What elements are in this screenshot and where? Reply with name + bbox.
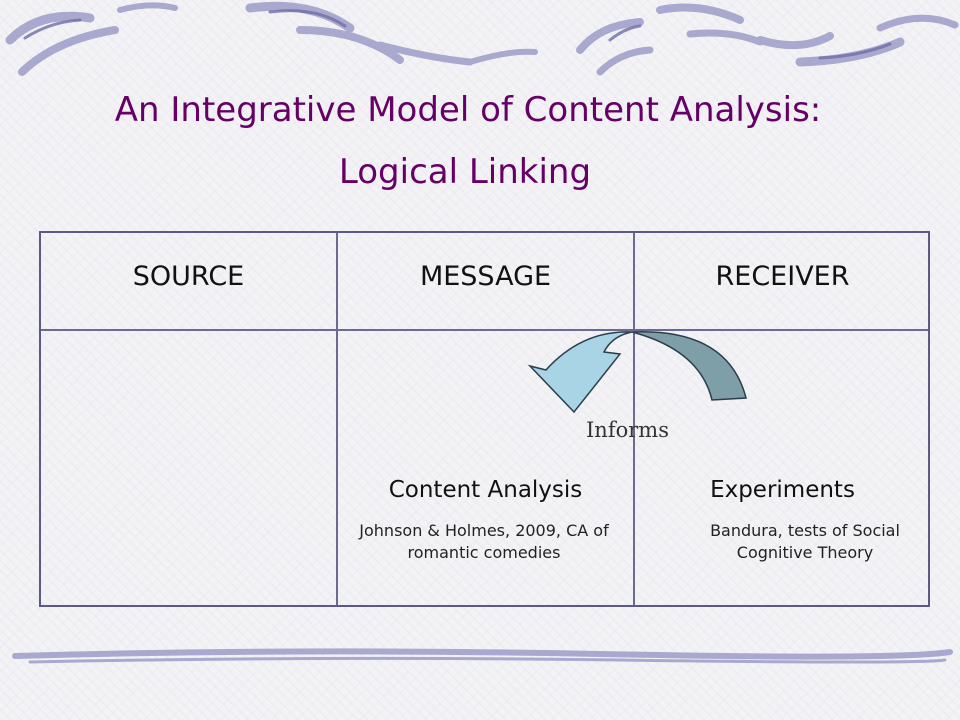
decorative-swoosh-top bbox=[5, 1, 959, 76]
informs-label: Informs bbox=[586, 418, 669, 442]
header-receiver: RECEIVER bbox=[715, 261, 850, 292]
slide-title-line-1: An Integrative Model of Content Analysis… bbox=[114, 90, 822, 130]
message-example: Johnson & Holmes, 2009, CA of romantic c… bbox=[359, 521, 609, 562]
receiver-example: Bandura, tests of Social Cognitive Theor… bbox=[710, 521, 900, 562]
model-table: SOURCE MESSAGE RECEIVER Content Analysis… bbox=[39, 231, 930, 607]
header-source: SOURCE bbox=[132, 261, 245, 292]
slide-title-line-2: Logical Linking bbox=[338, 152, 592, 192]
arrow-head-band bbox=[527, 331, 633, 414]
header-message: MESSAGE bbox=[419, 261, 552, 292]
arrow-tail-band bbox=[631, 331, 747, 401]
receiver-method: Experiments bbox=[710, 477, 855, 503]
message-method: Content Analysis bbox=[388, 477, 583, 503]
column-divider-2 bbox=[633, 233, 635, 605]
column-divider-1 bbox=[336, 233, 338, 605]
header-divider bbox=[41, 329, 928, 331]
